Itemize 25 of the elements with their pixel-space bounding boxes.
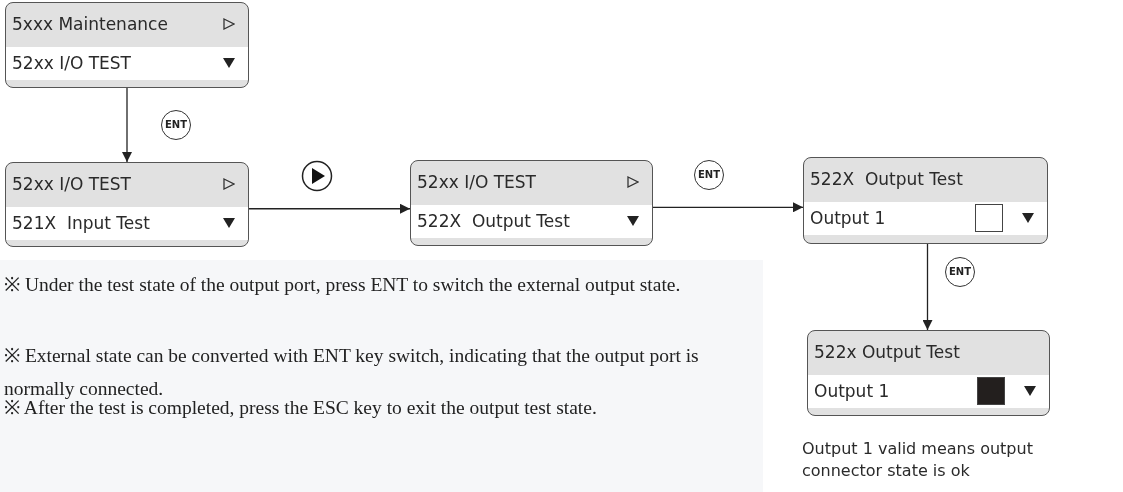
arrow: [248, 203, 411, 214]
note-text: ※ External state can be converted with ENT key switch, indicating that the output port is normally connected.: [4, 344, 700, 401]
lcd-screen: [5, 162, 249, 247]
screen-title: 5xxx Maintenance: [12, 13, 168, 36]
key-label: ENT: [945, 257, 975, 287]
screen-item: Output 1: [810, 207, 886, 230]
arrow: [122, 87, 132, 163]
lcd-screen: [410, 160, 653, 246]
screen-item: Output 1: [814, 380, 890, 403]
screen-item: 522X Output Test: [417, 210, 570, 233]
key-label: ENT: [161, 110, 191, 140]
arrow: [652, 202, 804, 213]
screen-title: 522X Output Test: [810, 168, 963, 191]
screen-item: 521X Input Test: [12, 212, 150, 235]
node-label: Output 1 valid means output connector state is ok: [802, 438, 1034, 482]
lcd-screen: [803, 157, 1048, 244]
arrow: [922, 243, 933, 331]
lcd-screen: [807, 330, 1050, 416]
screen-title: 522x Output Test: [814, 341, 960, 364]
screen-title: 52xx I/O TEST: [417, 171, 536, 194]
screen-item: 52xx I/O TEST: [12, 52, 131, 75]
screen-title: 52xx I/O TEST: [12, 173, 131, 196]
note-text: ※ Under the test state of the output port, press ENT to switch the external output state.: [4, 273, 682, 297]
lcd-screen: [5, 2, 249, 88]
key-label: ENT: [694, 160, 724, 190]
